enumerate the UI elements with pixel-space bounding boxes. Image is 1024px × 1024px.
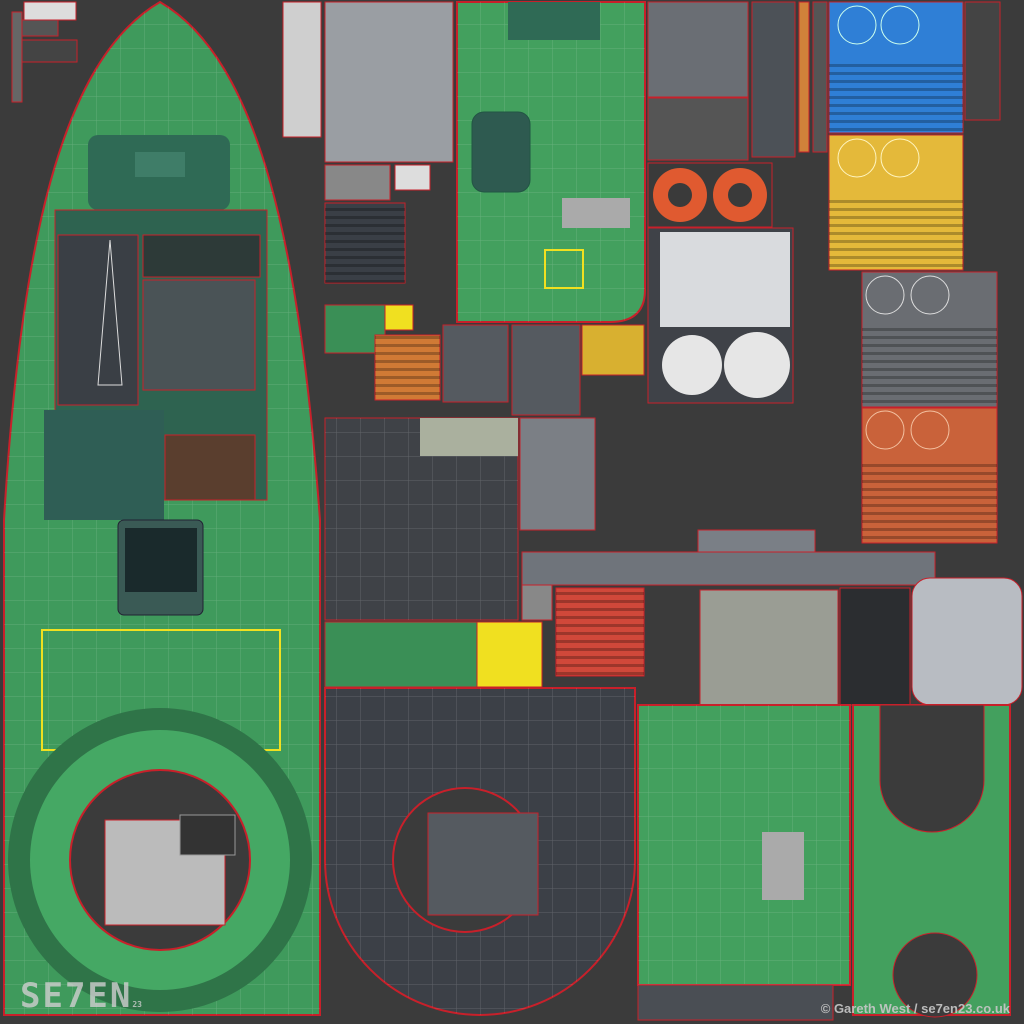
se7en23-logo: SE7EN23	[20, 976, 142, 1016]
copyright-credit: © Gareth West / se7en23.co.uk	[820, 1001, 1010, 1016]
small-parts-top-left	[11, 1, 78, 103]
dark-grid-panel	[324, 417, 596, 621]
mechanical-parts	[647, 1, 1001, 161]
grey-panels-column	[282, 1, 645, 416]
long-rail-parts	[324, 529, 1023, 706]
dark-hull-piece	[324, 687, 636, 1016]
green-side-panel	[456, 1, 646, 323]
green-hull-deck	[3, 0, 321, 1016]
color-swatch-panels	[828, 1, 998, 544]
logo-suffix: 23	[132, 1000, 142, 1009]
green-bottom-panels	[637, 704, 1011, 1021]
logo-text: SE7EN	[20, 976, 133, 1016]
light-plate-panel	[647, 227, 794, 404]
lifebuoys	[647, 162, 773, 228]
